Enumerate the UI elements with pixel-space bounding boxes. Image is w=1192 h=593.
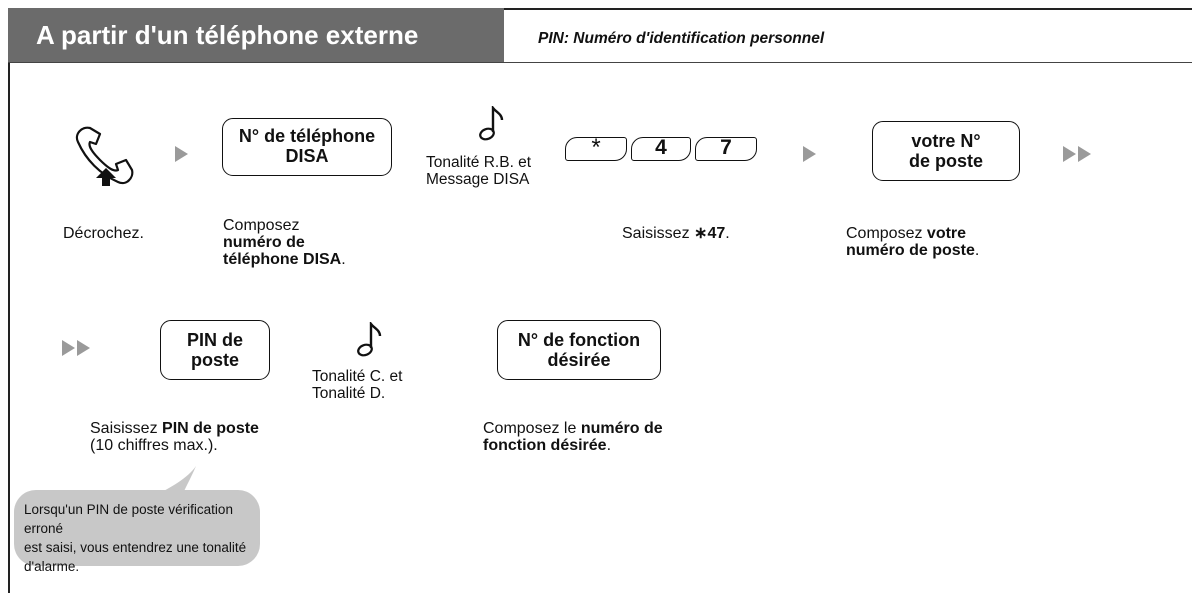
step5-description: Saisissez PIN de poste (10 chiffres max.… bbox=[90, 420, 259, 454]
arrow-right-icon bbox=[803, 146, 816, 162]
handset-offhook-icon bbox=[75, 126, 134, 186]
note-bubble: Lorsqu'un PIN de poste vérification erro… bbox=[14, 490, 260, 574]
page-subtitle: PIN: Numéro d'identification personnel bbox=[538, 30, 825, 47]
tone-label-rb: Tonalité R.B. et Message DISA bbox=[426, 154, 532, 188]
extension-number-key: votre N° de poste bbox=[872, 121, 1020, 181]
dial-key-7: 7 bbox=[695, 137, 757, 161]
tone-label-cd: Tonalité C. et Tonalité D. bbox=[312, 368, 403, 402]
dial-key-star: * bbox=[565, 136, 627, 161]
step6-description: Composez le numéro de fonction désirée. bbox=[483, 420, 663, 454]
step2-description: Composez numéro de téléphone DISA. bbox=[223, 217, 346, 268]
feature-number-key: N° de fonction désirée bbox=[497, 320, 661, 380]
step4-description: Composez votre numéro de poste. bbox=[846, 225, 980, 259]
step3-description: Saisissez ∗47. bbox=[622, 225, 730, 242]
frame-left-border bbox=[8, 8, 10, 593]
page-title: A partir d'un téléphone externe bbox=[8, 8, 504, 62]
header-rule bbox=[8, 62, 1192, 63]
pin-key: PIN de poste bbox=[160, 320, 270, 380]
step1-description: Décrochez. bbox=[63, 225, 144, 242]
music-note-icon bbox=[357, 322, 382, 357]
frame-top-border bbox=[8, 8, 1192, 10]
dial-key-4: 4 bbox=[631, 137, 691, 161]
music-note-icon bbox=[479, 106, 504, 141]
arrow-right-icon bbox=[175, 146, 188, 162]
disa-number-key: N° de téléphone DISA bbox=[222, 118, 392, 176]
